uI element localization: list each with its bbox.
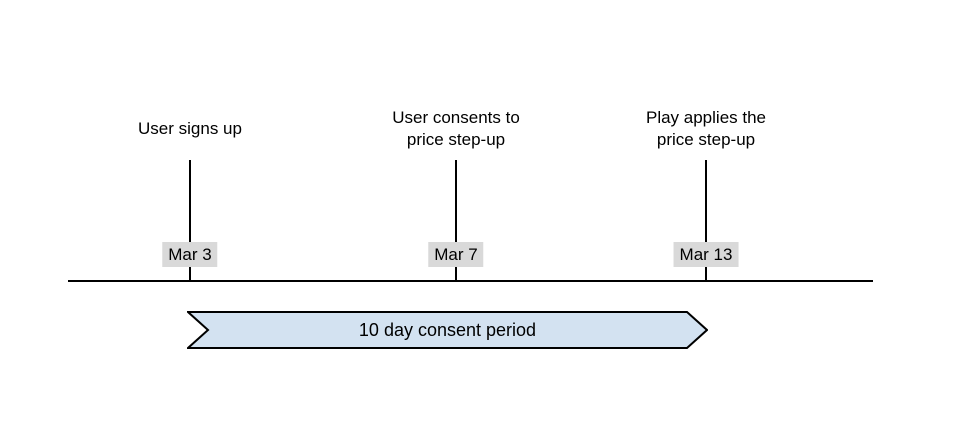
event-date-badge: Mar 3 — [162, 242, 218, 267]
event-date-badge: Mar 7 — [428, 242, 484, 267]
event-label-user-signs-up: User signs up — [138, 119, 242, 138]
chevron-banner-shape — [187, 311, 708, 349]
event-label-user-consents: User consents to price step-up — [392, 108, 520, 149]
event-tick-line — [455, 160, 457, 280]
event-label-play-applies: Play applies the price step-up — [645, 108, 767, 149]
event-tick-line — [189, 160, 191, 280]
event-date-badge: Mar 13 — [673, 242, 739, 267]
consent-period-label: 10 day consent period — [358, 320, 537, 340]
event-tick-line — [705, 160, 707, 280]
consent-period-banner — [187, 311, 708, 349]
timeline-axis — [68, 280, 873, 282]
